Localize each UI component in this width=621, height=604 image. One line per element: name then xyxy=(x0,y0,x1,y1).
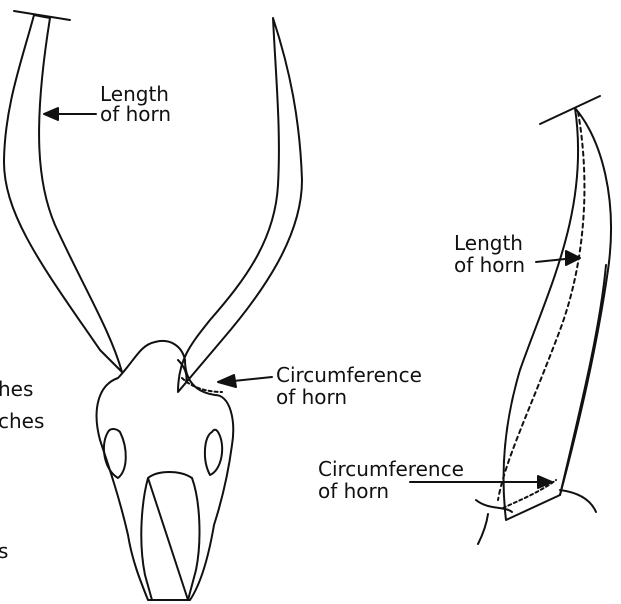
skull-circumference-label-line1: Circumference xyxy=(276,364,422,386)
left-horn xyxy=(4,15,122,372)
left-eye-socket xyxy=(104,429,126,478)
side-horn-length-dashed xyxy=(498,112,584,500)
side-horn-outline xyxy=(504,108,611,520)
skull-circumference-label-line2: of horn xyxy=(276,386,347,408)
cut-off-text-2: ches xyxy=(0,410,44,432)
side-length-label-line1: Length xyxy=(454,232,523,254)
side-length-label-line2: of horn xyxy=(454,254,525,276)
skull-circumference-arrow xyxy=(218,375,272,387)
side-horn-base xyxy=(476,490,596,544)
cut-off-text-1: hes xyxy=(0,378,33,400)
side-horn-inner-edge xyxy=(560,265,606,495)
cut-off-text-3: s xyxy=(0,540,8,562)
skull-outline xyxy=(97,341,234,600)
side-horn-tip-line xyxy=(540,96,600,124)
nasal-bone xyxy=(141,472,199,600)
horn-side-view xyxy=(476,96,611,544)
right-eye-socket xyxy=(205,430,222,475)
left-horn-tip-line xyxy=(14,11,70,20)
skull-length-label-line2: of horn xyxy=(100,103,171,125)
side-circumference-label-line1: Circumference xyxy=(318,458,464,480)
skull-length-arrow xyxy=(44,108,96,120)
side-circumference-label-line2: of horn xyxy=(318,480,389,502)
right-horn xyxy=(178,18,302,392)
